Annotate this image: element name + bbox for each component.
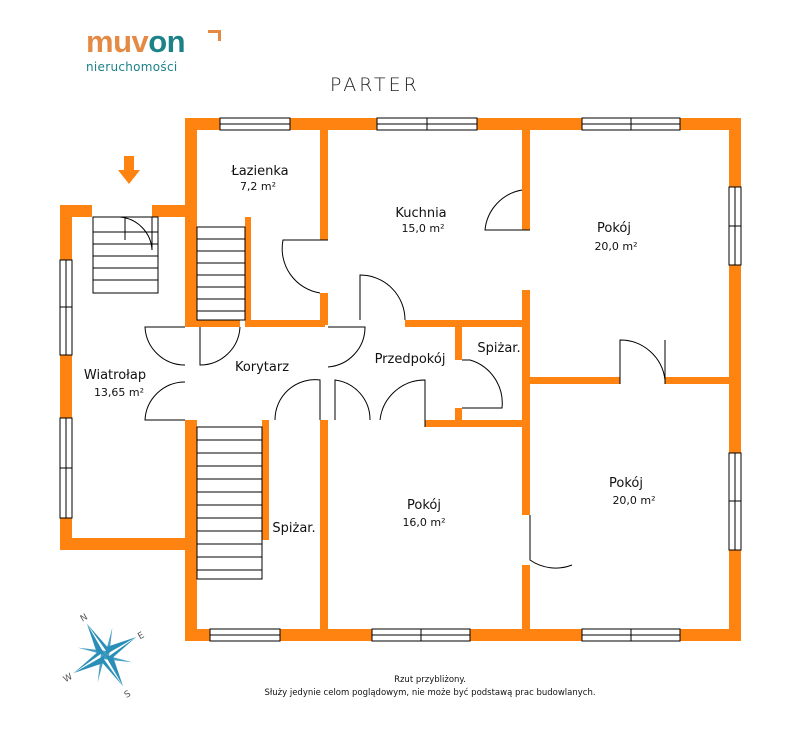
logo-subtitle: nieruchomości: [86, 60, 178, 74]
room-name: Pokój: [407, 498, 441, 513]
room-name: Łazienka: [230, 164, 288, 179]
room-area: 20,0 m²: [594, 240, 637, 253]
room-name: Korytarz: [235, 360, 289, 375]
room-area: 16,0 m²: [402, 516, 445, 529]
room-labels: Łazienka 7,2 m² Kuchnia 15,0 m² Pokój 20…: [84, 164, 656, 536]
logo-mark-icon: [208, 30, 221, 41]
logo-text-b: on: [148, 24, 186, 59]
room-area: 13,65 m²: [94, 386, 144, 399]
compass-n: N: [79, 612, 90, 624]
compass-e: E: [136, 630, 146, 642]
room-name: Pokój: [609, 476, 643, 491]
compass-s: S: [123, 689, 133, 701]
room-name: Kuchnia: [395, 206, 446, 221]
room-name: Wiatrołap: [84, 368, 146, 383]
compass-rose-icon: N E S W: [62, 612, 147, 701]
brand-logo: muvon nieruchomości: [86, 24, 221, 74]
walls: [60, 118, 741, 641]
room-area: 20,0 m²: [612, 494, 655, 507]
stairs: [92, 216, 263, 580]
room-area: 15,0 m²: [401, 222, 444, 235]
logo-text-a: muv: [86, 24, 149, 59]
room-name: Spiżar.: [477, 341, 520, 356]
entrance-arrow-icon: [118, 156, 140, 184]
room-name: Przedpokój: [375, 352, 446, 367]
room-name: Spiżar.: [272, 521, 315, 536]
disclaimer-line-2: Służy jedynie celom poglądowym, nie może…: [264, 688, 596, 698]
room-area: 7,2 m²: [240, 180, 276, 193]
floor-title: PARTER: [330, 74, 420, 96]
disclaimer-line-1: Rzut przybliżony.: [394, 675, 466, 685]
room-name: Pokój: [597, 221, 631, 236]
doors: [119, 189, 666, 569]
windows: [59, 117, 742, 642]
